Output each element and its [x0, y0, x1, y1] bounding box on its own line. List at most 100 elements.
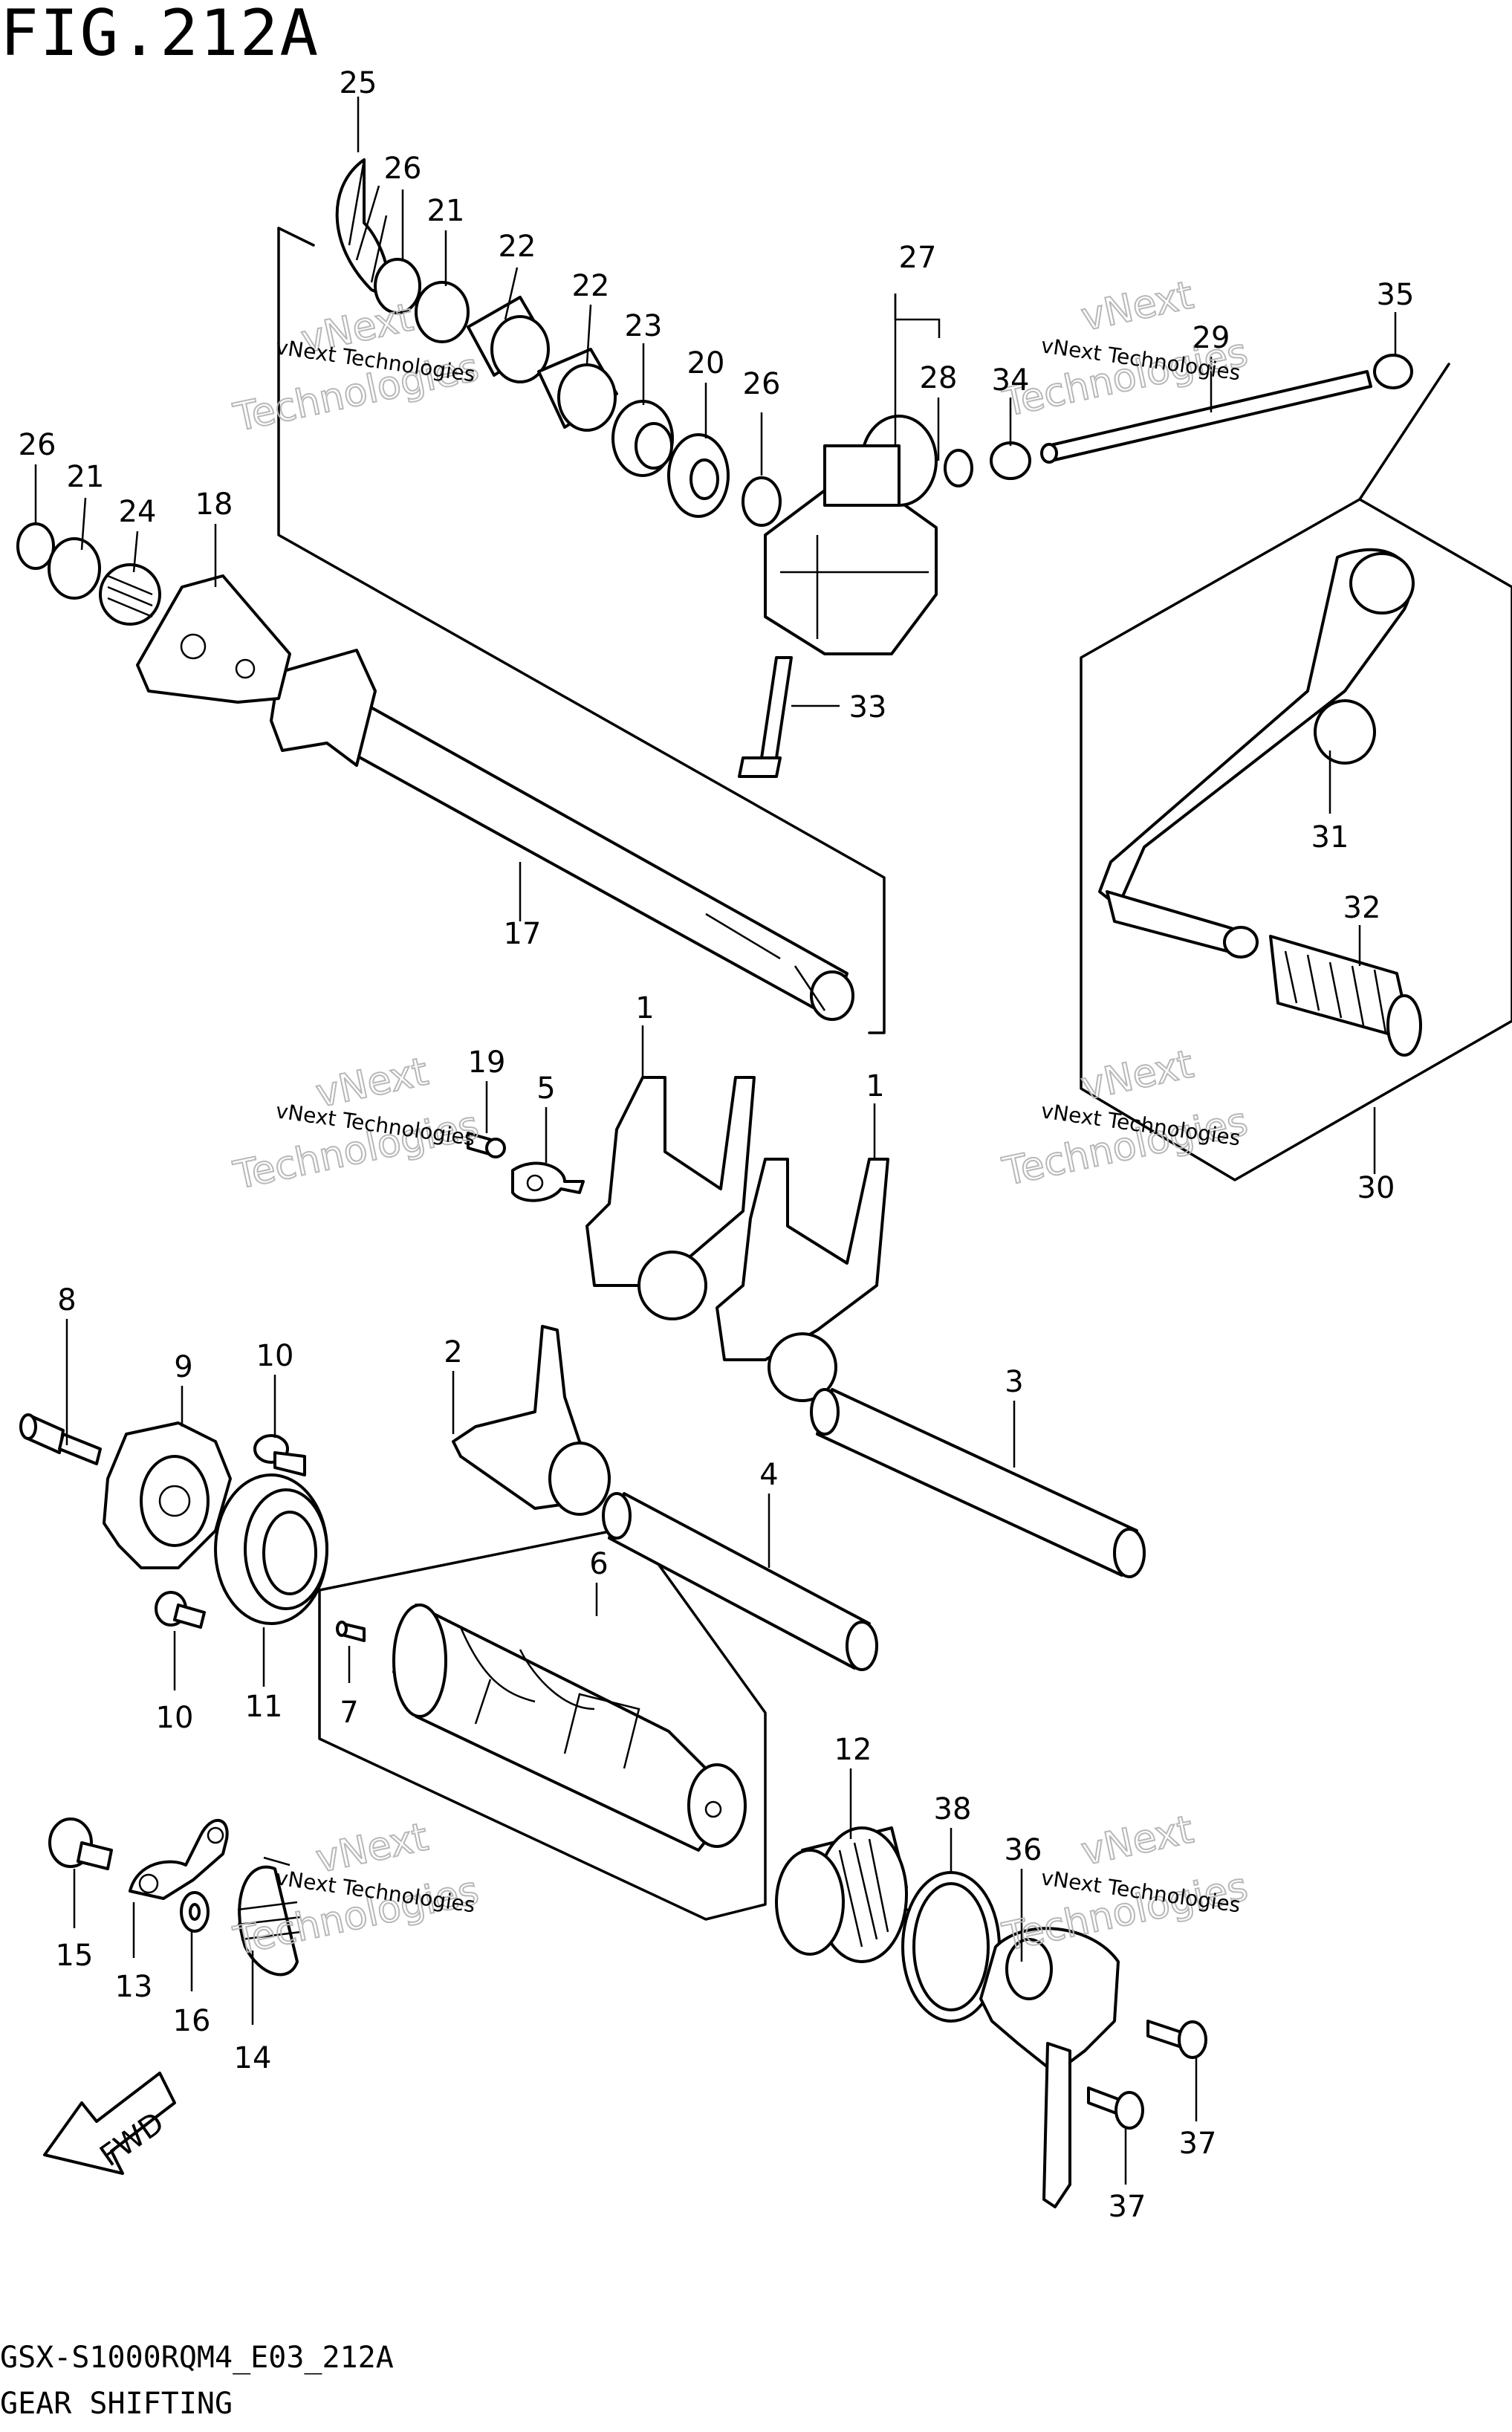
part-label: 4: [759, 1458, 778, 1492]
part-label: 31: [1311, 820, 1349, 855]
svg-text:vNext: vNext: [1077, 1042, 1197, 1109]
part-label: 8: [57, 1283, 76, 1317]
part-label: 26: [19, 428, 56, 462]
bearing-11: [214, 1473, 328, 1625]
shift-arm-18: [136, 574, 291, 704]
bushing-22a: [467, 296, 550, 383]
part-label: 26: [743, 367, 781, 401]
part-label: 21: [67, 460, 105, 494]
part-label: 34: [992, 363, 1030, 398]
part-label: 22: [499, 230, 536, 264]
part-label: 27: [899, 241, 937, 275]
shift-fork-1b: [716, 1158, 889, 1402]
gearshift-cam-27: [764, 415, 973, 655]
part-label: 37: [1109, 2190, 1146, 2224]
bolt-37a: [1146, 2020, 1207, 2059]
part-label: 29: [1193, 321, 1230, 355]
part-label: 24: [119, 495, 157, 529]
part-label: 13: [115, 1970, 153, 2004]
washer-21: [415, 281, 470, 343]
watermark-group-6: Technologies vNext vNext Technologies: [998, 1806, 1252, 1960]
gearshift-drum-6: [392, 1604, 747, 1852]
part-label: 28: [920, 361, 958, 395]
watermark-group-3: Technologies vNext vNext Technologies: [229, 1048, 483, 1199]
gearshift-shaft: [270, 649, 854, 1021]
oil-seal-23: [611, 400, 674, 477]
leader-lines: [34, 97, 1397, 2185]
shaft-group-outline: [277, 227, 886, 1034]
circlip-26b: [742, 476, 782, 527]
part-label: 22: [572, 269, 610, 303]
shift-fork-1a: [585, 1076, 756, 1320]
bolt-37b: [1087, 2086, 1144, 2130]
part-label: 1: [866, 1069, 884, 1103]
bearing-12: [775, 1826, 908, 1963]
part-labels: 25 26 21 22 22 23 20 26 27 28 34 29 35 2…: [19, 66, 1415, 2224]
washer-16: [180, 1891, 210, 1933]
watermark-group-1: Technologies vNext vNext Technologies: [229, 294, 483, 441]
bolt-33: [738, 656, 793, 778]
svg-text:vNext: vNext: [1077, 273, 1197, 340]
svg-text:vNext: vNext: [1077, 1807, 1197, 1874]
fork-shaft-3: [810, 1388, 1146, 1578]
bolt-15: [48, 1817, 113, 1870]
fwd-arrow-icon: FWD: [43, 2072, 176, 2175]
screw-10b: [155, 1591, 206, 1629]
part-label: 36: [1005, 1833, 1042, 1867]
part-label: 17: [504, 917, 542, 951]
part-label: 19: [468, 1045, 506, 1080]
figure-title: FIG.212A: [0, 0, 320, 71]
part-label: 32: [1343, 891, 1381, 925]
part-label: 18: [195, 487, 233, 522]
spring-24: [99, 563, 161, 626]
o-ring-38: [901, 1871, 1001, 2023]
part-label: 35: [1377, 278, 1415, 312]
part-label: 38: [934, 1792, 972, 1826]
part-label: 15: [56, 1939, 94, 1973]
return-spring: [335, 158, 390, 294]
part-label: 33: [849, 690, 887, 724]
svg-text:vNext: vNext: [312, 1815, 432, 1881]
bolt-19: [467, 1132, 506, 1158]
circlip-26: [374, 258, 421, 314]
part-label: 26: [384, 152, 422, 186]
bushing-22b: [537, 348, 618, 432]
part-label: 3: [1005, 1365, 1023, 1399]
shift-fork-2: [452, 1325, 611, 1516]
part-label: 7: [340, 1696, 358, 1730]
shift-pedal-31: [1098, 548, 1415, 959]
stopper-lever-13: [129, 1819, 229, 1900]
pedal-rubber-32: [1269, 935, 1422, 1057]
part-label: 30: [1357, 1171, 1395, 1205]
part-label: 25: [340, 66, 377, 100]
nut-35: [1373, 354, 1413, 389]
part-label: 11: [245, 1690, 283, 1724]
part-label: 16: [173, 2004, 211, 2038]
part-label: 1: [635, 991, 654, 1025]
fork-shaft-4: [602, 1492, 878, 1671]
figure-code: GSX-S1000RQM4_E03_212A: [0, 2341, 394, 2375]
spring-14: [237, 1856, 302, 1977]
part-label: 12: [834, 1733, 872, 1767]
nut-34: [990, 441, 1031, 480]
part-label: 21: [427, 194, 465, 228]
stopper-9: [103, 1421, 232, 1569]
part-label: 9: [174, 1350, 192, 1384]
part-label: 10: [156, 1701, 194, 1735]
part-label: 23: [625, 309, 663, 343]
part-label: 10: [256, 1339, 294, 1373]
watermark-group-4: Technologies vNext vNext Technologies: [998, 1041, 1252, 1195]
part-label: 6: [589, 1547, 608, 1581]
part-label: 5: [536, 1071, 555, 1106]
figure-name: GEAR SHIFTING: [0, 2387, 233, 2421]
screw-10a: [253, 1434, 306, 1476]
washer-21b: [48, 537, 101, 600]
pin-7: [336, 1621, 366, 1642]
rod-29: [1040, 370, 1372, 464]
part-label: 2: [444, 1335, 462, 1369]
pin-8: [19, 1413, 102, 1465]
part-label: 14: [234, 2041, 272, 2075]
part-label: 20: [687, 346, 725, 380]
sensor-36: [979, 1927, 1120, 2208]
